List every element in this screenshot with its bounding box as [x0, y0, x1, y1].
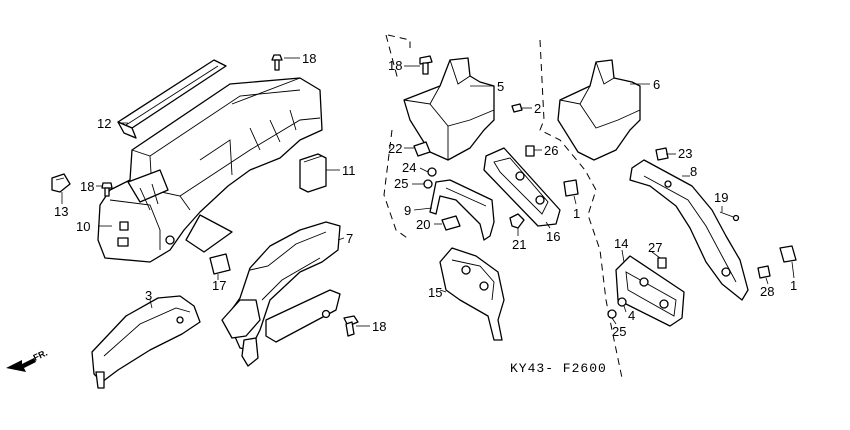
part-23-clip [655, 147, 669, 161]
part-16-plate-bracket [483, 147, 561, 227]
callout-11: 11 [342, 163, 356, 178]
part-3-cover [91, 295, 201, 389]
callout-17: 17 [212, 278, 226, 293]
part-18-bolt-b [101, 182, 113, 197]
callout-25: 25 [612, 324, 626, 339]
callout-22: 22 [388, 141, 402, 156]
callout-12: 12 [97, 116, 111, 131]
part-24-nut [427, 167, 437, 177]
part-14-plate-holder [615, 255, 685, 327]
callout-3: 3 [145, 288, 152, 303]
part-7-hugger [221, 221, 341, 367]
part-12-strip [117, 59, 227, 139]
callout-6: 6 [653, 77, 660, 92]
part-20-grommet [441, 215, 461, 231]
callout-18: 18 [372, 319, 386, 334]
callout-7: 7 [346, 231, 353, 246]
callout-27: 27 [648, 240, 662, 255]
callout-20: 20 [416, 217, 430, 232]
callout-25: 25 [394, 176, 408, 191]
callout-24: 24 [402, 160, 416, 175]
part-11-pad [299, 153, 327, 193]
callout-9: 9 [404, 203, 411, 218]
part-26-bolt [525, 145, 535, 157]
front-direction-label: FR. [32, 348, 49, 363]
part-27-bolt [657, 257, 667, 269]
part-18-bolt-c [343, 315, 359, 337]
part-15-license-bracket [439, 247, 505, 341]
callout-4: 4 [628, 308, 635, 323]
part-1-reflector-a [563, 179, 579, 197]
part-25-washer-a [423, 179, 433, 189]
callout-1: 1 [790, 278, 797, 293]
part-6-bracket [557, 59, 641, 161]
section-divider-right [539, 39, 623, 379]
diagram-reference-code: KY43- F2600 [510, 361, 607, 376]
part-19-screw [719, 211, 740, 222]
callout-18: 18 [388, 58, 402, 73]
callout-labels: 18 12 13 18 10 11 7 17 3 18 18 5 2 22 26… [54, 51, 797, 339]
callout-19: 19 [714, 190, 728, 205]
callout-14: 14 [614, 236, 628, 251]
part-10-fender-body [97, 77, 323, 263]
part-17-sticker [209, 253, 231, 275]
callout-1: 1 [573, 206, 580, 221]
part-4-collar [617, 297, 627, 307]
callout-5: 5 [497, 79, 504, 94]
part-25-washer-b [607, 309, 617, 319]
callout-13: 13 [54, 204, 68, 219]
part-9-stay [429, 179, 495, 241]
callout-21: 21 [512, 237, 526, 252]
part-22-block [413, 141, 431, 157]
callout-18: 18 [302, 51, 316, 66]
callout-26: 26 [544, 143, 558, 158]
callout-2: 2 [534, 101, 541, 116]
callout-18: 18 [80, 179, 94, 194]
callout-28: 28 [760, 284, 774, 299]
callout-15: 15 [428, 285, 442, 300]
part-18-bolt-d [419, 55, 433, 75]
part-28-grommet [757, 265, 771, 279]
callout-23: 23 [678, 146, 692, 161]
leader-lines [61, 57, 795, 327]
callout-10: 10 [76, 219, 90, 234]
part-1-reflector-b [779, 245, 797, 263]
section-divider-left [383, 34, 411, 241]
part-5-bracket [403, 57, 495, 161]
front-direction-arrow: FR. [6, 348, 49, 372]
callout-8: 8 [690, 164, 697, 179]
part-8-inner-fender [629, 159, 749, 301]
part-18-bolt-a [271, 54, 283, 71]
part-2-screw [511, 103, 523, 113]
callout-16: 16 [546, 229, 560, 244]
part-13-clip [51, 173, 71, 193]
part-21-nut [509, 213, 525, 229]
